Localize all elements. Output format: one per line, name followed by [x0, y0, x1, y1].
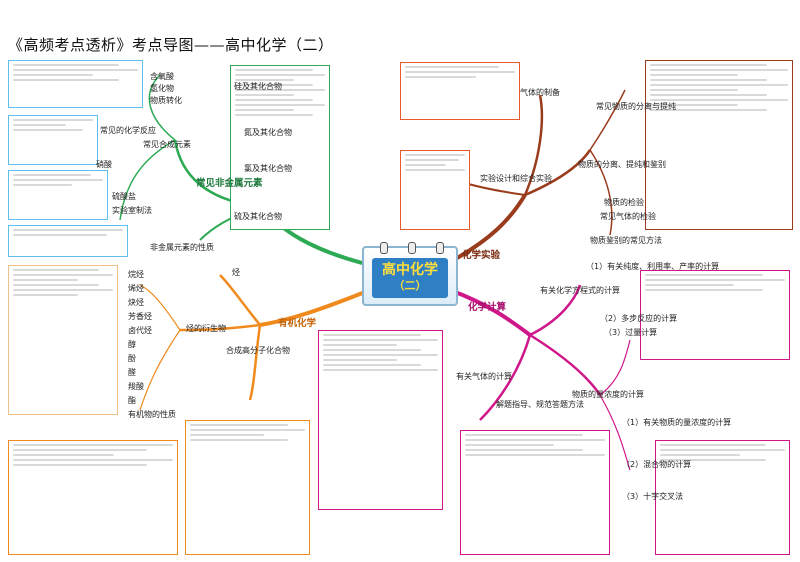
central-topic[interactable]: 高中化学 （二） — [362, 242, 458, 306]
inorganic-child[interactable]: 硫及其化合物 — [234, 212, 282, 221]
organic-child[interactable]: 烃的衍生物 — [186, 324, 226, 333]
experiment-sub: 常见气体的检验 — [600, 212, 656, 221]
binder-ring-icon — [408, 242, 416, 254]
calc-box-1 — [318, 330, 443, 510]
inorganic-child[interactable]: 氮及其化合物 — [244, 128, 292, 137]
calc-sub: （1）有关物质的量浓度的计算 — [622, 418, 732, 427]
inorganic-child[interactable]: 硅及其化合物 — [234, 82, 282, 91]
inorganic-sub: 常见的化学反应 — [100, 126, 156, 135]
inorganic-child[interactable]: 氯及其化合物 — [244, 164, 292, 173]
inorganic-box-5 — [230, 65, 330, 230]
organic-box-3 — [185, 420, 310, 555]
branch-calc[interactable]: 化学计算 — [468, 302, 507, 313]
organic-sub: 有机物的性质 — [128, 410, 176, 419]
organic-box-1 — [8, 265, 118, 415]
calc-sub: （2）混合物的计算 — [622, 460, 692, 469]
organic-sub: 羧酸 — [128, 382, 144, 391]
calc-methods[interactable]: 解题指导、规范答题方法 — [496, 400, 584, 409]
inorganic-sub: 物质转化 — [150, 96, 182, 105]
branch-experiment[interactable]: 化学实验 — [462, 250, 501, 261]
experiment-child[interactable]: 实验设计和综合实验 — [480, 174, 552, 183]
central-topic-label: 高中化学 （二） — [372, 258, 448, 298]
organic-box-2 — [8, 440, 178, 555]
experiment-sub: 物质鉴别的常见方法 — [590, 236, 662, 245]
calc-child[interactable]: 物质的量浓度的计算 — [572, 390, 644, 399]
branch-organic[interactable]: 有机化学 — [278, 318, 317, 329]
calc-box-2 — [460, 430, 610, 555]
organic-sub: 烯烃 — [128, 284, 144, 293]
calc-box-4 — [655, 440, 790, 555]
inorganic-sub: 氢化物 — [150, 84, 174, 93]
organic-child[interactable]: 烃 — [232, 268, 240, 277]
inorganic-sub: 硫酸盐 — [112, 192, 136, 201]
inorganic-sub: 硝酸 — [96, 160, 112, 169]
inorganic-sub: 实验室制法 — [112, 206, 152, 215]
organic-sub: 酚 — [128, 354, 136, 363]
binder-ring-icon — [380, 242, 388, 254]
experiment-child[interactable]: 气体的制备 — [520, 88, 560, 97]
experiment-box-1 — [400, 62, 520, 120]
organic-sub: 炔烃 — [128, 298, 144, 307]
calc-sub: （3）过量计算 — [604, 328, 658, 337]
calc-box-3 — [640, 270, 790, 360]
inorganic-box-1 — [8, 60, 143, 108]
inorganic-box-2 — [8, 115, 98, 165]
inorganic-box-4 — [8, 225, 128, 257]
organic-sub: 芳香烃 — [128, 312, 152, 321]
experiment-sub: 常见物质的分离与提纯 — [596, 102, 676, 111]
calc-child[interactable]: 有关气体的计算 — [456, 372, 512, 381]
experiment-box-2 — [400, 150, 470, 230]
inorganic-child[interactable]: 常见合成元素 — [143, 140, 191, 149]
inorganic-child[interactable]: 非金属元素的性质 — [150, 243, 214, 252]
inorganic-box-3 — [8, 170, 108, 220]
organic-sub: 烷烃 — [128, 270, 144, 279]
experiment-sub: 物质的检验 — [604, 198, 644, 207]
page-title: 《高频考点透析》考点导图——高中化学（二） — [8, 36, 334, 54]
organic-sub: 醛 — [128, 368, 136, 377]
organic-sub: 卤代烃 — [128, 326, 152, 335]
organic-sub: 酯 — [128, 396, 136, 405]
experiment-child[interactable]: 物质的分离、提纯和鉴别 — [578, 160, 666, 169]
calc-child[interactable]: 有关化学方程式的计算 — [540, 286, 620, 295]
branch-inorganic[interactable]: 常见非金属元素 — [196, 178, 263, 189]
binder-ring-icon — [436, 242, 444, 254]
organic-child[interactable]: 合成高分子化合物 — [226, 346, 290, 355]
calc-sub: （2）多步反应的计算 — [600, 314, 678, 323]
organic-sub: 醇 — [128, 340, 136, 349]
calc-sub: （1）有关纯度、利用率、产率的计算 — [586, 262, 720, 271]
experiment-box-3 — [645, 60, 793, 230]
calc-sub: （3）十字交叉法 — [622, 492, 684, 501]
inorganic-sub: 含氧酸 — [150, 72, 174, 81]
